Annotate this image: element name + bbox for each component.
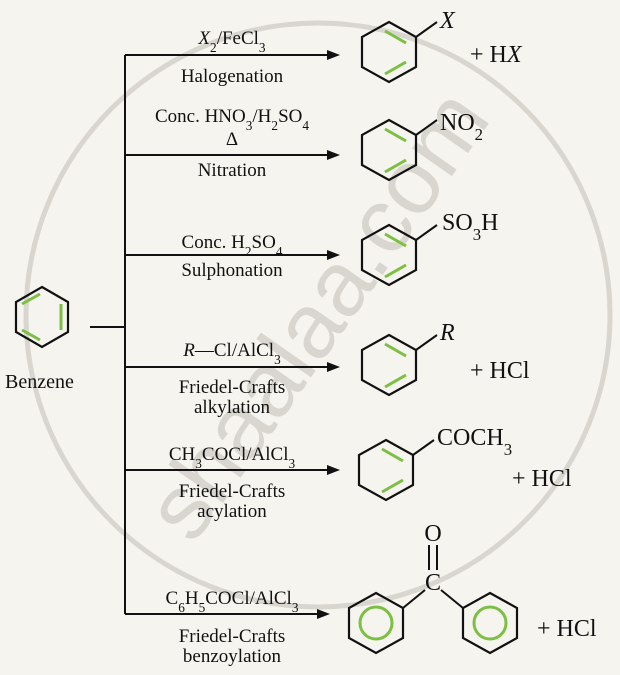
byproduct-label: + HCl bbox=[512, 466, 572, 492]
ring-double-bond bbox=[381, 447, 404, 463]
name-alkylation: alkylation bbox=[194, 397, 270, 418]
carbonyl-carbon-label: C bbox=[425, 570, 441, 596]
name-acylation: Friedel-Crafts bbox=[179, 481, 286, 502]
product-acetophenone: COCH3 + HCl bbox=[357, 425, 572, 502]
name-benzoylation: Friedel-Crafts bbox=[179, 626, 286, 647]
benzene-ring bbox=[14, 285, 70, 349]
reagent-benzoylation: C6H5COCl/AlCl3 bbox=[166, 588, 299, 615]
arrowhead-sulphonation bbox=[327, 250, 340, 260]
substituent-label: COCH3 bbox=[437, 425, 512, 459]
condition-nitration: Δ bbox=[226, 129, 238, 150]
ring-double-bond bbox=[384, 158, 407, 174]
arrowhead-halogenation bbox=[327, 50, 340, 60]
benzene-label: Benzene bbox=[5, 371, 74, 393]
reaction-arrows bbox=[125, 50, 340, 619]
arrowhead-nitration bbox=[327, 150, 340, 160]
reagent-acylation: CH3COCl/AlCl3 bbox=[169, 444, 296, 471]
ring-double-bond bbox=[384, 342, 407, 358]
reagent-halogenation: X2/FeCl3 bbox=[197, 28, 266, 55]
byproduct-label: + HX bbox=[470, 42, 523, 68]
substituent-label: R bbox=[439, 320, 455, 346]
name-benzoylation: benzoylation bbox=[183, 646, 282, 667]
name-nitration: Nitration bbox=[198, 160, 267, 181]
name-acylation: acylation bbox=[197, 501, 267, 522]
ring-double-bond bbox=[384, 263, 407, 279]
substituent-label: SO3H bbox=[442, 210, 498, 244]
reagent-alkylation: R—Cl/AlCl3 bbox=[182, 340, 281, 367]
arrowhead-acylation bbox=[327, 465, 340, 475]
branch-lines bbox=[90, 55, 126, 614]
ring-double-bond bbox=[384, 60, 407, 76]
aromatic-circle bbox=[358, 605, 394, 641]
name-sulphonation: Sulphonation bbox=[181, 260, 283, 281]
substituent-bond bbox=[415, 334, 438, 351]
aromatic-circle bbox=[472, 605, 508, 641]
arrowhead-alkylation bbox=[327, 362, 340, 372]
carbonyl-bond-right bbox=[440, 589, 464, 609]
substituent-bond bbox=[412, 439, 435, 456]
substituent-bond bbox=[415, 119, 438, 136]
benzene-reactant: Benzene bbox=[5, 285, 74, 393]
watermark-circle bbox=[23, 20, 613, 610]
substituent-label: X bbox=[439, 8, 456, 34]
product-benzenesulphonic-acid: SO3H bbox=[360, 210, 498, 287]
benzene-double-bond bbox=[21, 328, 41, 342]
ring-double-bond bbox=[384, 232, 407, 248]
name-alkylation: Friedel-Crafts bbox=[179, 377, 286, 398]
reagent-sulphonation: Conc. H2SO4 bbox=[182, 232, 283, 259]
watermark: shaalaa.com bbox=[23, 20, 613, 610]
benzene-double-bond bbox=[21, 292, 41, 306]
substituent-label: NO2 bbox=[440, 110, 483, 144]
carbonyl-bond-left bbox=[402, 589, 426, 609]
ring-double-bond bbox=[384, 127, 407, 143]
carbonyl-oxygen-label: O bbox=[424, 521, 441, 547]
byproduct-label: + HCl bbox=[470, 358, 530, 384]
product-benzophenone: C O + HCl bbox=[347, 521, 597, 655]
arrowhead-benzoylation bbox=[317, 609, 330, 619]
byproduct-label: + HCl bbox=[537, 616, 597, 642]
product-halobenzene: X + HX bbox=[360, 8, 523, 84]
product-nitrobenzene: NO2 bbox=[360, 110, 483, 182]
benzene-ring bbox=[461, 591, 519, 655]
reagent-nitration: Conc. HNO3/H2SO4 bbox=[155, 106, 309, 133]
ring-double-bond bbox=[384, 29, 407, 45]
name-halogenation: Halogenation bbox=[181, 66, 284, 87]
ring-double-bond bbox=[384, 373, 407, 389]
substituent-bond bbox=[415, 224, 438, 241]
substituent-bond bbox=[415, 21, 438, 38]
product-alkylbenzene: R + HCl bbox=[360, 320, 530, 397]
products: X + HX NO2 SO3H R + HCl bbox=[347, 8, 597, 655]
ring-double-bond bbox=[381, 478, 404, 494]
